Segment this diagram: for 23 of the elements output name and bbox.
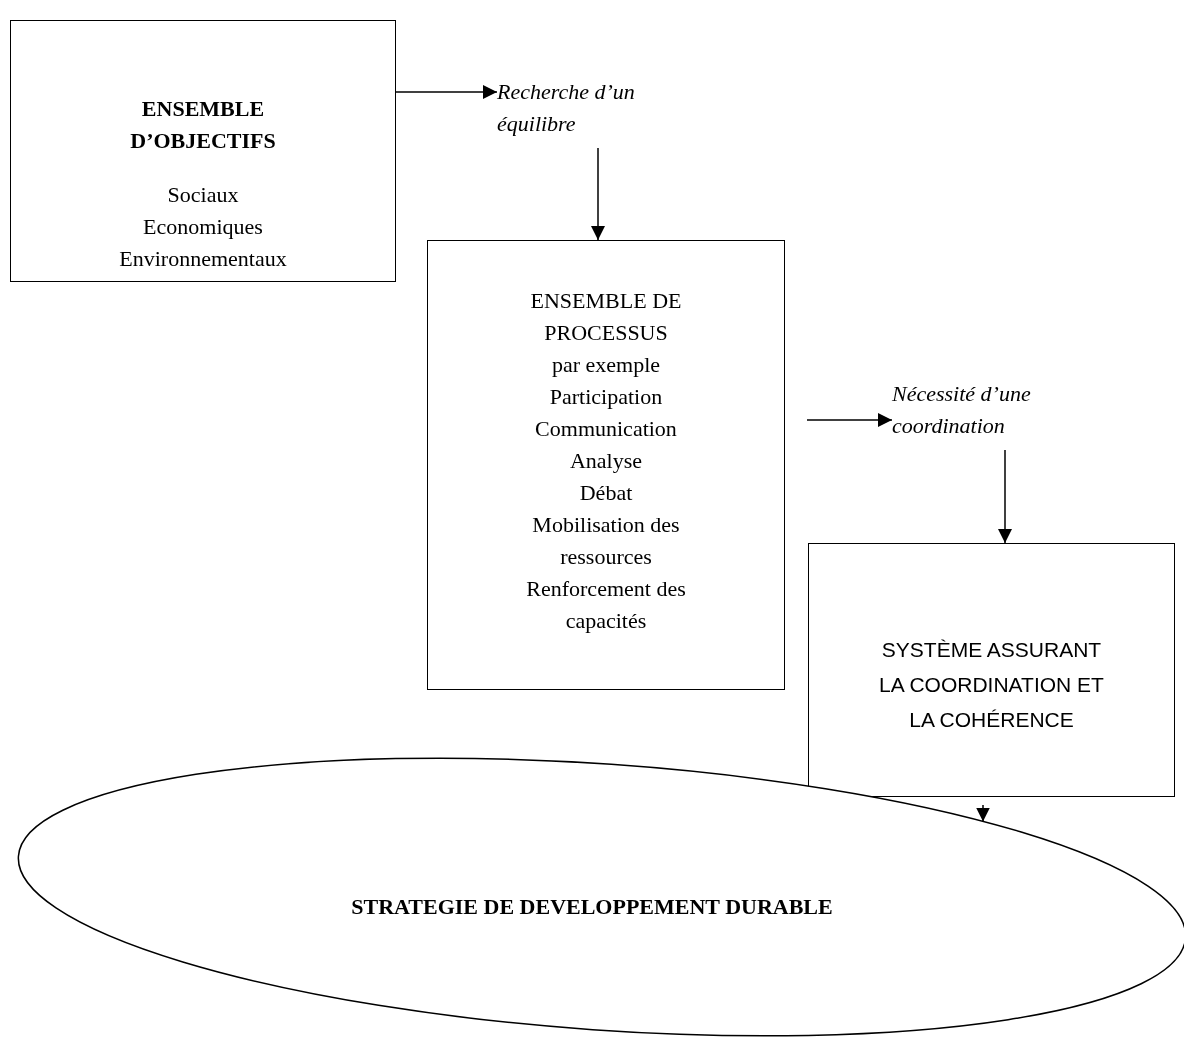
note-text: Recherche d’un équilibre xyxy=(497,78,636,138)
box-text: Participation xyxy=(548,383,664,411)
box-text: Débat xyxy=(578,479,634,507)
system-box xyxy=(808,543,1175,797)
box-text: Environnementaux xyxy=(118,245,288,273)
box-text: Analyse xyxy=(568,447,644,475)
arrow xyxy=(998,449,1012,544)
process-box xyxy=(427,240,785,690)
arrow xyxy=(806,413,893,427)
box-text: Renforcement des capacités xyxy=(525,575,687,635)
box-text: SYSTÈME ASSURANT LA COORDINATION ET LA COHÉRENCE xyxy=(878,637,1105,733)
box-text: Communication xyxy=(534,415,678,443)
note-text: Nécessité d’une coordination xyxy=(892,380,1032,440)
ellipse-text: STRATEGIE DE DEVELOPPEMENT DURABLE xyxy=(350,893,834,921)
box-text: par exemple xyxy=(550,351,662,379)
arrow xyxy=(976,804,990,823)
box-text: Economiques xyxy=(142,213,264,241)
box-text: Mobilisation des ressources xyxy=(531,511,681,571)
box-heading: ENSEMBLE D’OBJECTIFS xyxy=(129,95,277,155)
objectives-box xyxy=(10,20,396,282)
arrow xyxy=(395,85,498,99)
box-text: Sociaux xyxy=(166,181,240,209)
arrow xyxy=(591,147,605,241)
